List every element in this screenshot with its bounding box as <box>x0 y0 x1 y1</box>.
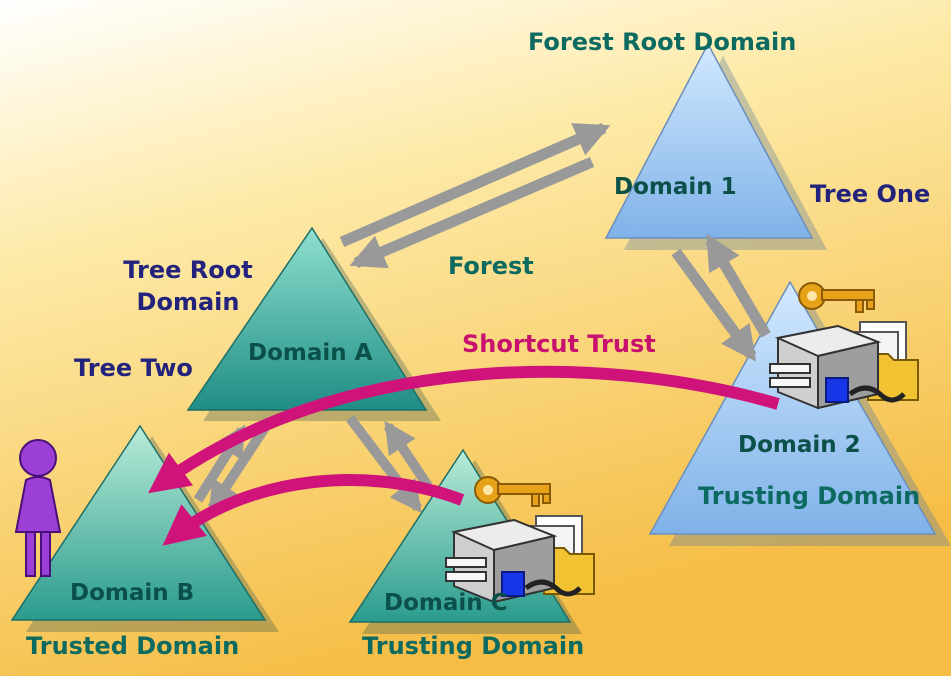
domain-2-trusting-label: Trusting Domain <box>698 482 921 510</box>
domain-2-label: Domain 2 <box>738 432 861 458</box>
forest-label: Forest <box>448 252 534 280</box>
trust-arrow-c-to-a <box>383 420 433 489</box>
tree-root-domain-line2: Domain <box>136 288 240 316</box>
trust-arrow-2-to-1 <box>705 233 771 338</box>
trust-arrow-a-to-b <box>207 417 275 514</box>
shortcut-trust-arrow <box>148 365 780 494</box>
tree-two-label: Tree Two <box>74 354 193 382</box>
trust-arrow-1-to-2 <box>671 248 757 362</box>
domain-c-trusting-label: Trusting Domain <box>362 632 585 660</box>
domain-1-label: Domain 1 <box>614 174 737 200</box>
tree-root-domain-line1: Tree Root <box>123 256 253 284</box>
trust-arrow-a-to-c <box>346 414 422 514</box>
tree-one-label: Tree One <box>810 180 931 208</box>
user-icon <box>14 439 62 577</box>
domain-a-label: Domain A <box>248 340 373 366</box>
trust-arrow-c-to-b <box>162 474 465 546</box>
tree-root-domain-label: Tree Root Domain <box>108 258 268 314</box>
trust-arrow-1-to-a <box>349 156 595 269</box>
domain-c-label: Domain C <box>384 590 508 616</box>
domain-b-label: Domain B <box>70 580 195 606</box>
domain-2-triangle <box>648 280 937 535</box>
forest-root-domain-label: Forest Root Domain <box>528 28 797 56</box>
trust-arrow-a-to-1 <box>339 122 611 248</box>
shortcut-trust-label: Shortcut Trust <box>462 330 656 358</box>
trusted-domain-label: Trusted Domain <box>26 632 240 660</box>
